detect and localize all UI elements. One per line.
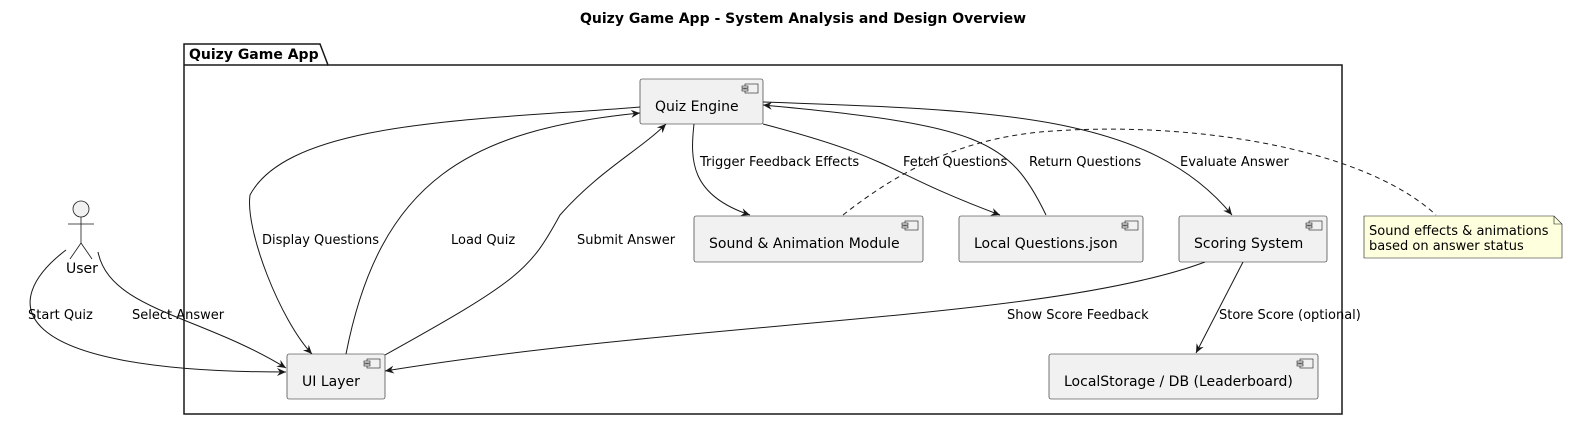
edge-return-questions (762, 101, 1047, 216)
edge-load-quiz (345, 109, 641, 355)
component-sound-animation[interactable]: Sound & Animation Module (693, 215, 924, 263)
note-line-2: based on answer status (1369, 239, 1524, 254)
component-local-questions[interactable]: Local Questions.json (958, 215, 1144, 263)
component-local-storage[interactable]: LocalStorage / DB (Leaderboard) (1048, 353, 1319, 400)
edge-submit-answer (384, 123, 667, 356)
label-return-questions: Return Questions (1029, 155, 1141, 170)
label-select-answer: Select Answer (132, 308, 225, 323)
component-scoring-system[interactable]: Scoring System (1178, 215, 1328, 263)
component-label: UI Layer (302, 374, 360, 390)
label-store-score: Store Score (optional) (1219, 308, 1361, 323)
package-title: Quizy Game App (189, 47, 319, 63)
actor-label: User (66, 261, 98, 277)
edge-display-questions (249, 106, 641, 355)
component-ui-layer[interactable]: UI Layer (286, 353, 386, 400)
component-label: Scoring System (1194, 236, 1303, 252)
label-submit-answer: Submit Answer (577, 233, 676, 248)
package-frame: Quizy Game App (183, 43, 1343, 415)
label-evaluate-answer: Evaluate Answer (1180, 155, 1289, 170)
edge-evaluate-answer (762, 101, 1233, 216)
edge-store-score (1195, 261, 1244, 354)
edges (29, 101, 1437, 376)
component-label: Sound & Animation Module (709, 236, 900, 252)
label-load-quiz: Load Quiz (451, 233, 515, 248)
edge-show-score-feedback (384, 261, 1206, 374)
component-quiz-engine[interactable]: Quiz Engine (639, 78, 764, 125)
label-start-quiz: Start Quiz (28, 308, 93, 323)
component-label: LocalStorage / DB (Leaderboard) (1064, 374, 1293, 390)
edge-trigger-feedback (692, 123, 751, 216)
label-show-score-feedback: Show Score Feedback (1007, 308, 1149, 323)
edge-fetch-questions (762, 123, 1001, 216)
note-connector (842, 128, 1437, 216)
edge-select-answer (97, 251, 287, 369)
edge-start-quiz (29, 249, 287, 376)
label-trigger-feedback: Trigger Feedback Effects (699, 155, 859, 170)
diagram-title: Quizy Game App - System Analysis and Des… (580, 11, 1026, 27)
note-line-1: Sound effects & animations (1369, 224, 1549, 239)
component-label: Local Questions.json (974, 236, 1118, 252)
component-label: Quiz Engine (655, 99, 739, 115)
label-display-questions: Display Questions (262, 233, 379, 248)
edge-labels: Start Quiz Select Answer Display Questio… (28, 155, 1361, 323)
label-fetch-questions: Fetch Questions (903, 155, 1008, 170)
user-actor[interactable]: User (66, 200, 98, 277)
note: Sound effects & animations based on answ… (1363, 215, 1563, 259)
